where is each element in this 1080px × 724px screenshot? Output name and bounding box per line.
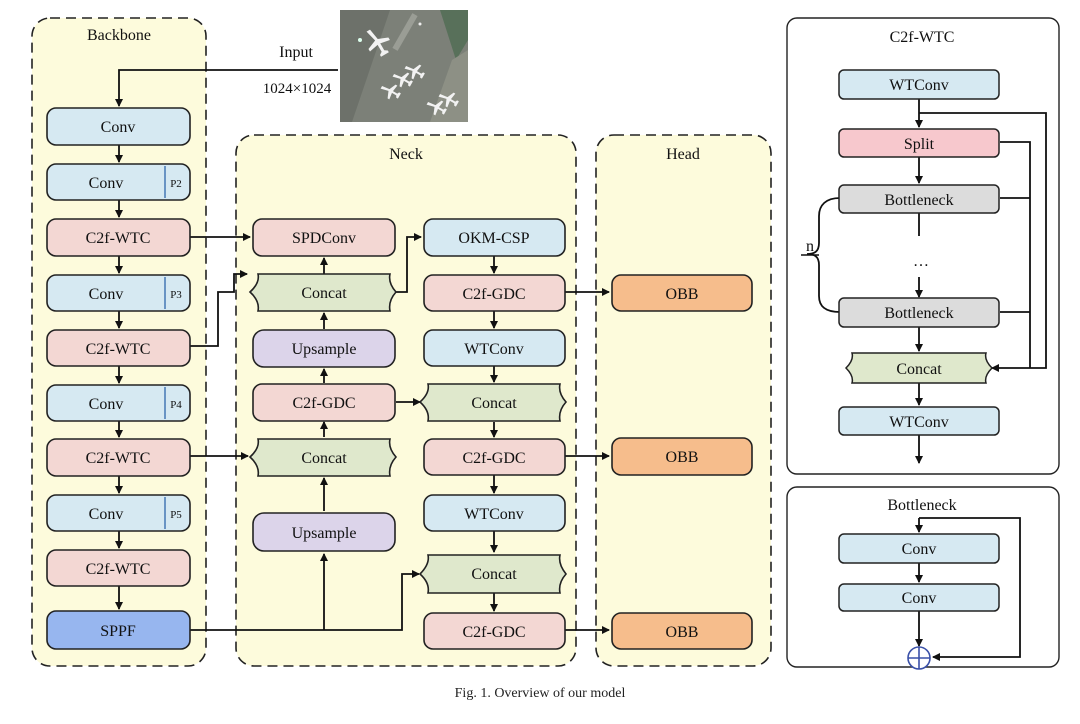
neck-c2f-gdc-b: C2f-GDC bbox=[423, 274, 566, 312]
backbone-conv-p5-label: Conv bbox=[89, 506, 124, 523]
c2f-wtc-wtconv-bottom: WTConv bbox=[838, 406, 1000, 436]
p2-tag: P2 bbox=[170, 178, 182, 190]
neck-concat-3-label: Concat bbox=[471, 395, 517, 412]
neck-wtconv-b: WTConv bbox=[423, 329, 566, 367]
input-label: Input bbox=[279, 44, 313, 61]
neck-title: Neck bbox=[389, 146, 423, 163]
bottleneck-conv-1: Conv bbox=[838, 533, 1000, 564]
neck-spdconv-label: SPDConv bbox=[292, 230, 356, 247]
figure-caption: Fig. 1. Overview of our model bbox=[454, 686, 626, 701]
c2f-wtc-concat-label: Concat bbox=[896, 361, 942, 378]
head-obb-2: OBB bbox=[611, 437, 753, 476]
neck-concat-3: Concat bbox=[418, 383, 568, 422]
c2f-wtc-wtconv-bottom-label: WTConv bbox=[889, 414, 949, 431]
backbone-conv-1: Conv bbox=[46, 107, 191, 146]
head-obb-2-label: OBB bbox=[666, 449, 699, 466]
backbone-title: Backbone bbox=[87, 27, 151, 44]
add-icon bbox=[907, 646, 931, 670]
neck-okm-csp-label: OKM-CSP bbox=[458, 230, 529, 247]
neck-concat-4-label: Concat bbox=[471, 566, 517, 583]
neck-concat-1: Concat bbox=[248, 273, 398, 312]
bottleneck-conv-1-label: Conv bbox=[902, 541, 937, 558]
neck-okm-csp: OKM-CSP bbox=[423, 218, 566, 257]
head-panel bbox=[595, 134, 772, 667]
neck-c2f-gdc-a-label: C2f-GDC bbox=[292, 395, 355, 412]
head-obb-3: OBB bbox=[611, 612, 753, 650]
backbone-c2f-wtc-3: C2f-WTC bbox=[46, 438, 191, 477]
neck-c2f-gdc-c: C2f-GDC bbox=[423, 438, 566, 476]
bottleneck-detail-panel bbox=[786, 486, 1060, 668]
c2f-wtc-ellipsis: … bbox=[913, 253, 929, 270]
backbone-c2f-wtc-1: C2f-WTC bbox=[46, 218, 191, 257]
p5-tag: P5 bbox=[170, 509, 182, 521]
backbone-c2f-wtc-3-label: C2f-WTC bbox=[86, 450, 151, 467]
backbone-c2f-wtc-4: C2f-WTC bbox=[46, 549, 191, 587]
backbone-sppf-label: SPPF bbox=[100, 623, 136, 640]
backbone-c2f-wtc-2-label: C2f-WTC bbox=[86, 341, 151, 358]
bottleneck-conv-2: Conv bbox=[838, 583, 1000, 612]
c2f-wtc-title: C2f-WTC bbox=[890, 29, 955, 46]
c2f-wtc-bottleneck-2-label: Bottleneck bbox=[884, 305, 953, 322]
p3-tag: P3 bbox=[170, 289, 182, 301]
input-aerial-image bbox=[340, 10, 468, 122]
neck-c2f-gdc-a: C2f-GDC bbox=[252, 383, 396, 422]
backbone-conv-p4: Conv P4 bbox=[46, 384, 191, 422]
neck-upsample-1-label: Upsample bbox=[292, 341, 357, 358]
repeat-n-label: n bbox=[806, 238, 814, 255]
p4-tag: P4 bbox=[170, 399, 182, 411]
neck-upsample-2: Upsample bbox=[252, 512, 396, 552]
c2f-wtc-bottleneck-1: Bottleneck bbox=[838, 184, 1000, 214]
neck-upsample-1: Upsample bbox=[252, 329, 396, 368]
backbone-c2f-wtc-4-label: C2f-WTC bbox=[86, 561, 151, 578]
backbone-conv-p5: Conv P5 bbox=[46, 494, 191, 532]
backbone-conv-p4-label: Conv bbox=[89, 396, 124, 413]
c2f-wtc-bottleneck-1-label: Bottleneck bbox=[884, 192, 953, 209]
bottleneck-title: Bottleneck bbox=[887, 497, 956, 514]
backbone-conv-p2: Conv P2 bbox=[46, 163, 191, 201]
neck-wtconv-b-label: WTConv bbox=[464, 341, 524, 358]
head-title: Head bbox=[666, 146, 700, 163]
neck-concat-4: Concat bbox=[418, 554, 568, 594]
neck-c2f-gdc-c-label: C2f-GDC bbox=[462, 450, 525, 467]
neck-c2f-gdc-d-label: C2f-GDC bbox=[462, 624, 525, 641]
neck-spdconv: SPDConv bbox=[252, 218, 396, 257]
backbone-c2f-wtc-2: C2f-WTC bbox=[46, 329, 191, 367]
backbone-conv-p2-label: Conv bbox=[89, 175, 124, 192]
backbone-c2f-wtc-1-label: C2f-WTC bbox=[86, 230, 151, 247]
connectors bbox=[115, 69, 1047, 661]
c2f-wtc-bottleneck-2: Bottleneck bbox=[838, 297, 1000, 328]
neck-concat-1-label: Concat bbox=[301, 285, 347, 302]
neck-wtconv-c-label: WTConv bbox=[464, 506, 524, 523]
neck-c2f-gdc-d: C2f-GDC bbox=[423, 612, 566, 650]
bottleneck-conv-2-label: Conv bbox=[902, 590, 937, 607]
c2f-wtc-wtconv-top: WTConv bbox=[838, 69, 1000, 100]
c2f-wtc-split-label: Split bbox=[904, 136, 935, 153]
neck-concat-2: Concat bbox=[248, 438, 398, 477]
head-obb-1-label: OBB bbox=[666, 286, 699, 303]
neck-c2f-gdc-b-label: C2f-GDC bbox=[462, 286, 525, 303]
c2f-wtc-concat: Concat bbox=[844, 352, 994, 384]
neck-wtconv-c: WTConv bbox=[423, 494, 566, 532]
head-obb-3-label: OBB bbox=[666, 624, 699, 641]
backbone-conv-p3-label: Conv bbox=[89, 286, 124, 303]
neck-upsample-2-label: Upsample bbox=[292, 525, 357, 542]
backbone-conv-1-label: Conv bbox=[101, 119, 136, 136]
neck-concat-2-label: Concat bbox=[301, 450, 347, 467]
backbone-conv-p3: Conv P3 bbox=[46, 274, 191, 312]
c2f-wtc-split: Split bbox=[838, 128, 1000, 158]
input-size: 1024×1024 bbox=[263, 81, 332, 97]
head-obb-1: OBB bbox=[611, 274, 753, 312]
c2f-wtc-wtconv-top-label: WTConv bbox=[889, 77, 949, 94]
backbone-sppf: SPPF bbox=[46, 610, 191, 650]
